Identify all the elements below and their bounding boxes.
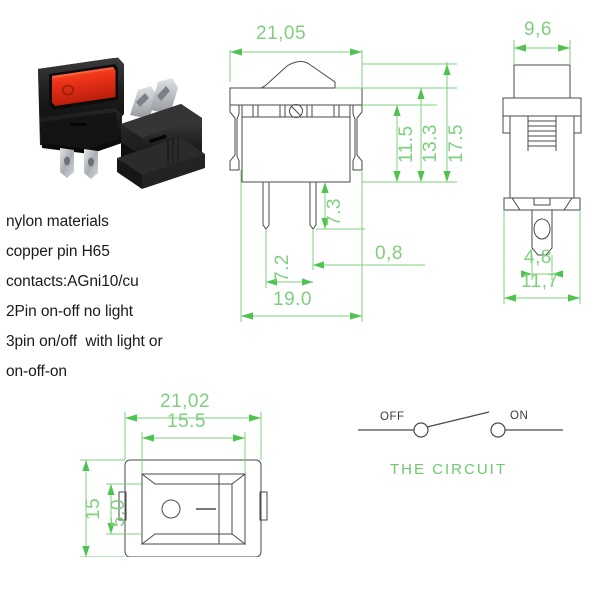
circuit-on-label: ON	[510, 410, 529, 422]
spec-line-1: nylon materials	[6, 213, 109, 230]
rocker-switch-product-photo	[18, 38, 213, 193]
circuit-off-label: OFF	[380, 411, 405, 423]
spec-line-4: 2Pin on-off no light	[6, 303, 133, 320]
dim-label-15-5: 15.5	[167, 411, 206, 432]
spec-line-5: 3pin on/off with light or	[6, 333, 163, 350]
circuit-schematic: OFF ON THE CIRCUIT	[358, 398, 563, 493]
dim-label-0-8: 0,8	[375, 243, 403, 264]
circuit-caption: THE CIRCUIT	[390, 461, 507, 478]
spec-line-6: on-off-on	[6, 363, 67, 380]
dim-label-7-3: 7.3	[324, 198, 345, 226]
spec-line-2: copper pin H65	[6, 243, 110, 260]
dim-label-13-3: 13.3	[420, 124, 441, 163]
dim-label-5-0: 5.0	[108, 499, 129, 527]
dim-label-4-8: 4,8	[524, 247, 552, 268]
dim-label-7-2: 7.2	[272, 254, 293, 282]
spec-line-3: contacts:AGni10/cu	[6, 273, 139, 290]
front-elevation-view: 21,05 11.5 13.3 17.5 7.3 0,8 7.2 19.0	[225, 20, 485, 330]
panel-cutout-plan-view: 21,02 15.5 15 5.0	[70, 392, 310, 557]
dim-label-19-0: 19.0	[273, 289, 312, 310]
side-elevation-view: 9,6 4,8 11,7	[492, 20, 600, 310]
specification-text-block: nylon materials copper pin H65 contacts:…	[6, 207, 246, 387]
dim-label-17-5: 17.5	[446, 124, 467, 163]
dim-label-9-6: 9,6	[524, 19, 552, 40]
dim-label-15: 15	[83, 497, 104, 520]
dim-label-21-05: 21,05	[256, 23, 307, 44]
switch-unit-right	[117, 78, 205, 189]
dim-label-11-7: 11,7	[521, 271, 559, 292]
switch-unit-left	[38, 57, 124, 179]
dim-label-21-02: 21,02	[160, 391, 211, 412]
dim-label-11-5: 11.5	[396, 125, 417, 163]
